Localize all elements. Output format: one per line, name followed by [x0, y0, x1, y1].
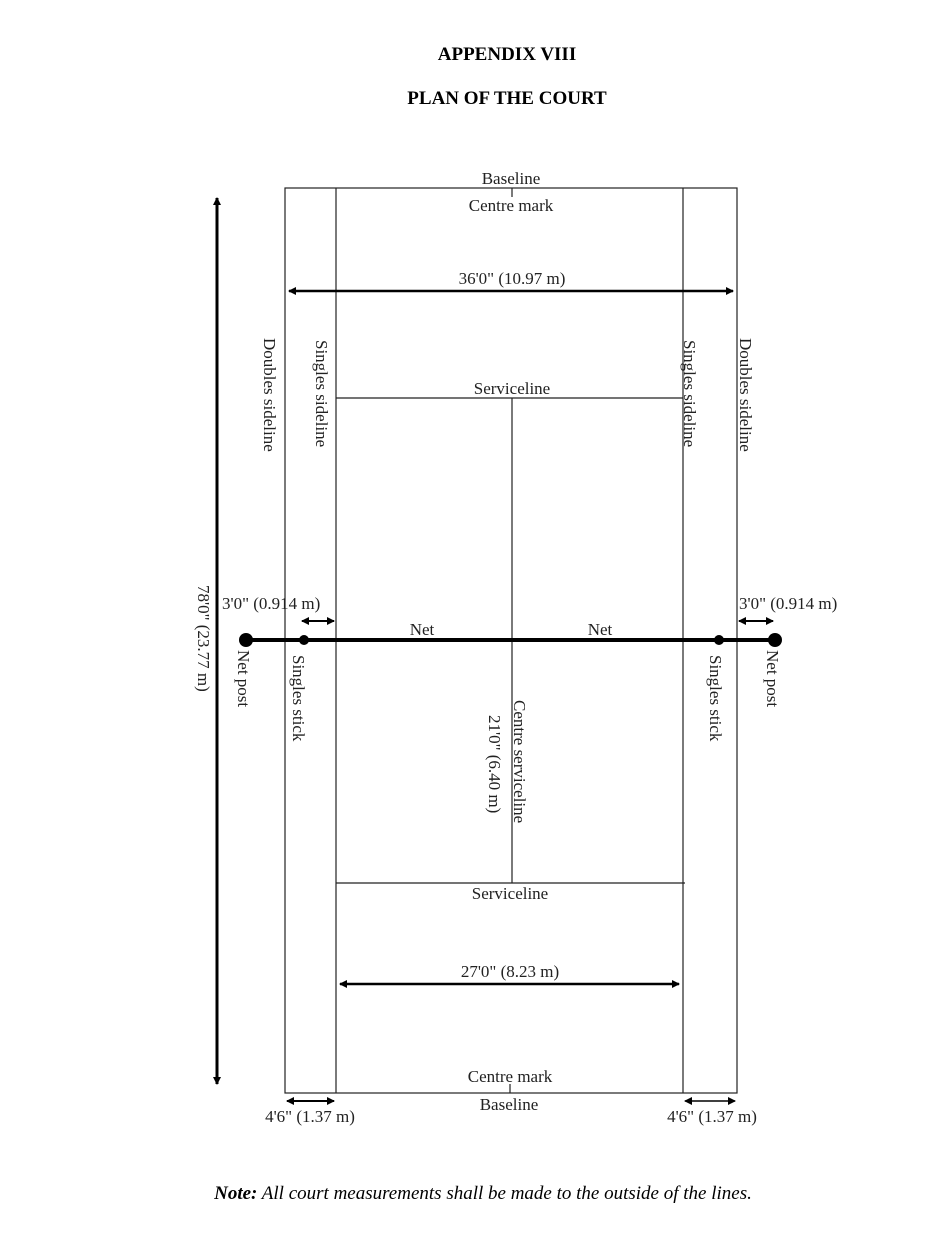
- singles-stick-right: [714, 635, 724, 645]
- net-post-offset-left-label: 3'0" (0.914 m): [222, 594, 320, 613]
- singles-stick-right-label: Singles stick: [706, 655, 725, 742]
- singles-sideline-left-label: Singles sideline: [312, 340, 331, 447]
- net-post-offset-right-label: 3'0" (0.914 m): [739, 594, 837, 613]
- singles-sideline-right-label: Singles sideline: [680, 340, 699, 447]
- alley-left-label: 4'6" (1.37 m): [265, 1107, 355, 1126]
- footnote: Note: All court measurements shall be ma…: [12, 1183, 942, 1205]
- singles-stick-left: [299, 635, 309, 645]
- singles-width-label: 27'0" (8.23 m): [461, 962, 559, 981]
- net-post-right: [768, 633, 782, 647]
- net-right-label: Net: [588, 620, 613, 639]
- page-title: PLAN OF THE COURT: [407, 88, 607, 109]
- net-left-label: Net: [410, 620, 435, 639]
- serviceline-top-label: Serviceline: [474, 379, 550, 398]
- centre-serviceline-label: Centre serviceline: [510, 700, 529, 823]
- baseline-bottom-label: Baseline: [480, 1095, 539, 1114]
- centre-mark-bottom-label: Centre mark: [468, 1067, 553, 1086]
- alley-right-label: 4'6" (1.37 m): [667, 1107, 757, 1126]
- note-label: Note:: [214, 1183, 258, 1204]
- net-post-left-label: Net post: [234, 650, 253, 707]
- net-post-left: [239, 633, 253, 647]
- length-label: 78'0" (23.77 m): [194, 585, 213, 692]
- doubles-sideline-left-label: Doubles sideline: [260, 338, 279, 452]
- doubles-sideline-right-label: Doubles sideline: [736, 338, 755, 452]
- baseline-top-label: Baseline: [482, 169, 541, 188]
- service-length-label: 21'0" (6.40 m): [485, 715, 504, 813]
- singles-stick-left-label: Singles stick: [289, 655, 308, 742]
- doubles-width-label: 36'0" (10.97 m): [459, 269, 566, 288]
- centre-mark-top-label: Centre mark: [469, 196, 554, 215]
- appendix-heading: APPENDIX VIII: [437, 44, 577, 65]
- note-text: All court measurements shall be made to …: [257, 1183, 752, 1204]
- net-post-right-label: Net post: [763, 650, 782, 707]
- serviceline-bottom-label: Serviceline: [472, 884, 548, 903]
